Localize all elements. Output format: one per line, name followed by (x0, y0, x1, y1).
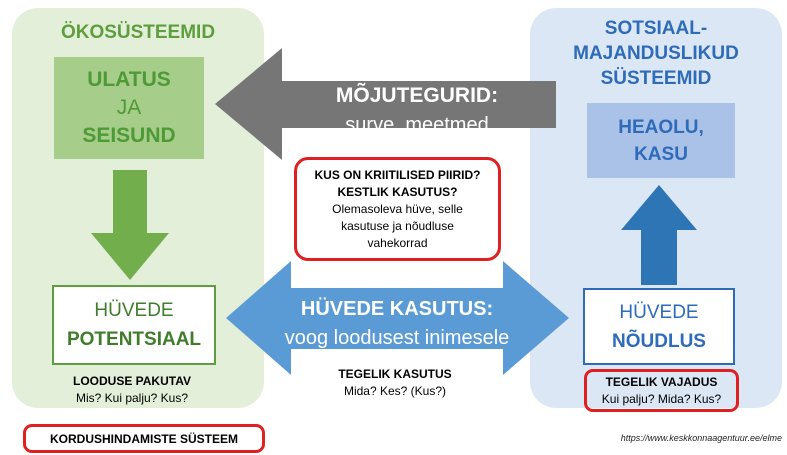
actual-usage-subtitle: Mida? Kes? (Kus?) (343, 384, 447, 398)
scope-line: ULATUS (87, 68, 171, 91)
welfare-benefit-box: HEAOLU, KASU (587, 103, 735, 178)
down-arrow (91, 170, 169, 280)
usage-title: HÜVEDE KASUTUS: (300, 298, 494, 320)
welfare-line: HEAOLU, (618, 116, 704, 138)
usage-subtitle: voog loodusest inimesele (284, 327, 510, 349)
supply-subtitle: Mis? Kui palju? Kus? (75, 391, 189, 405)
critical-line: vahekorrad (367, 235, 428, 250)
service-demand-box: HÜVEDE NÕUDLUS (583, 288, 735, 365)
monitoring-system-box: KORDUSHINDAMISTE SÜSTEEM (23, 424, 265, 453)
welfare-line: KASU (634, 143, 688, 165)
drivers-title: MÕJUTEGURID: (335, 84, 499, 107)
critical-limits-box: KUS ON KRIITILISED PIIRID? KESTLIK KASUT… (294, 157, 501, 261)
scope-condition-box: ULATUS JA SEISUND (54, 57, 204, 159)
critical-line: Olemasoleva hüve, selle (332, 201, 463, 216)
actual-need-box: TEGELIK VAJADUS Kui palju? Mida? Kus? (584, 369, 739, 412)
drivers-arrow (215, 48, 556, 160)
nature-supply-label: LOODUSE PAKUTAV Mis? Kui palju? Kus? (24, 373, 240, 407)
scope-line: SEISUND (82, 124, 176, 147)
demand-line2: NÕUDLUS (612, 330, 706, 352)
need-title: TEGELIK VAJADUS (605, 374, 718, 389)
actual-usage-title: TEGELIK KASUTUS (338, 367, 452, 381)
supply-title: LOODUSE PAKUTAV (72, 374, 191, 388)
usage-arrow (226, 261, 569, 375)
socioeconomic-title-line: SOTSIAAL- (604, 18, 708, 39)
critical-line: kasutuse ja nõudluse (341, 218, 454, 233)
need-subtitle: Kui palju? Mida? Kus? (601, 391, 722, 406)
drivers-subtitle: surve, meetmed (345, 114, 489, 136)
service-potential-box: HÜVEDE POTENTSIAAL (52, 285, 216, 365)
critical-line: KESTLIK KASUTUS? (337, 184, 458, 199)
demand-line1: HÜVEDE (619, 301, 699, 323)
socioeconomic-title-line: MAJANDUSLIKUD (573, 43, 739, 64)
critical-line: KUS ON KRIITILISED PIIRID? (314, 167, 481, 182)
potential-line1: HÜVEDE (94, 300, 174, 321)
source-url[interactable]: https://www.keskkonnaagentuur.ee/elme (620, 433, 782, 443)
actual-usage-label: TEGELIK KASUTUS Mida? Kes? (Kus?) (290, 366, 500, 400)
up-arrow (621, 185, 697, 285)
ecosystems-title: ÖKOSÜSTEEMID (60, 22, 216, 43)
potential-line2: POTENTSIAAL (66, 329, 202, 350)
socioeconomic-title-line: SÜSTEEMID (600, 68, 712, 89)
scope-line: JA (116, 96, 142, 119)
socioeconomic-title: SOTSIAAL- MAJANDUSLIKUD SÜSTEEMID (530, 16, 782, 91)
